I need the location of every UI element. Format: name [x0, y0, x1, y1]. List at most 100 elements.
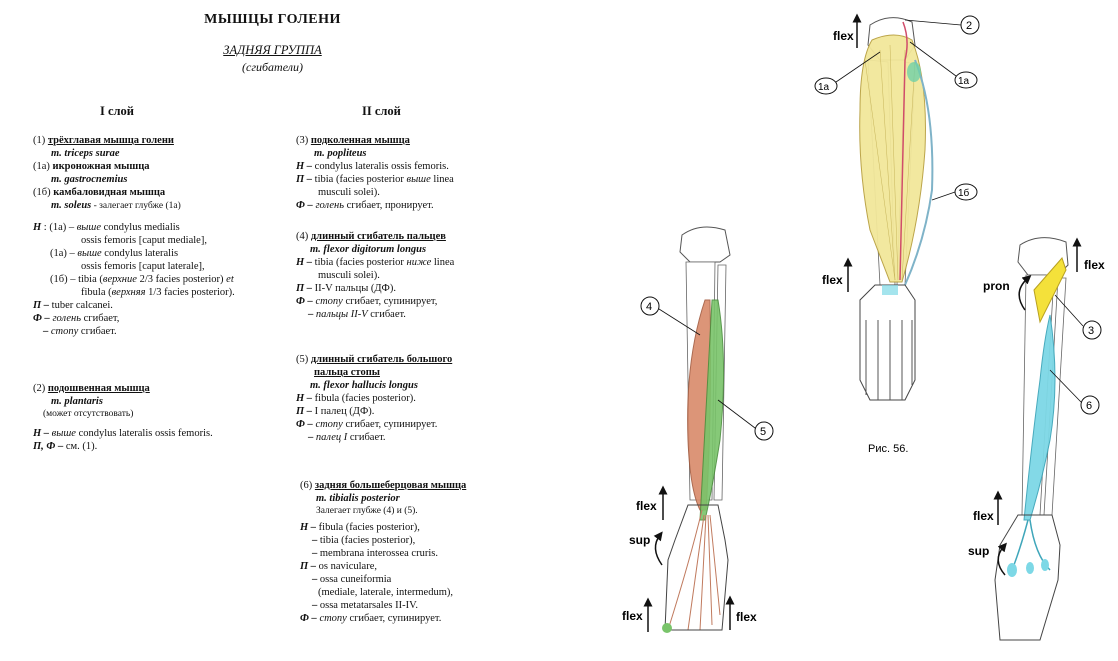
flex-label: flex [1084, 258, 1105, 272]
label-1b: 1б [958, 187, 970, 199]
label-4-circle [640, 296, 660, 316]
text-part: ossa metatarsales II-IV. [317, 600, 418, 611]
text-part: fibula (facies posterior). [312, 393, 416, 404]
layer-1-heading: I слой [100, 104, 135, 118]
muscle-fdl-block: (4) длинный сгибатель пальцев m. flexor … [296, 230, 454, 321]
plantaris-muscle [899, 21, 908, 281]
text-line: ossis femoris [caput laterale], [81, 261, 205, 272]
text-part: (1а) – [50, 248, 75, 259]
text-part: палец I [313, 432, 348, 443]
muscle-name: длинный сгибатель пальцев [310, 231, 446, 242]
flex-label: flex [833, 29, 854, 43]
insertion-label: П – [296, 283, 313, 294]
text-part: tibia ( [75, 274, 103, 285]
text-part: см. (1). [63, 441, 98, 452]
label-2: 2 [966, 20, 972, 32]
label-6: 6 [1086, 400, 1092, 412]
text-part: I палец (ДФ). [312, 406, 375, 417]
muscle-number: (1а) [33, 161, 50, 172]
pron-label: pron [983, 279, 1010, 293]
leader-line [658, 308, 701, 336]
soleus-outline [904, 59, 934, 286]
group-title: ЗАДНЯЯ ГРУППА [223, 43, 322, 57]
figure-triceps-surae: flex flex 2 1а 1а 1б [814, 13, 980, 401]
text-part: – [312, 600, 318, 611]
function-label: Ф – [33, 313, 50, 324]
muscle-number: (6) [300, 480, 313, 491]
text-part: стопу [48, 326, 79, 337]
text-part: сгибает, пронирует. [344, 200, 434, 211]
muscle-name: икроножная мышца [52, 161, 150, 172]
group-subtitle: (сгибатели) [242, 60, 303, 74]
muscle-name: задняя большеберцовая мышца [314, 480, 467, 491]
text-part: сгибает, супинирует. [342, 419, 438, 430]
text-part: выше [74, 222, 102, 233]
text-line: (mediale, laterale, intermedum), [318, 587, 453, 598]
sup-arrow [653, 531, 663, 566]
muscle-latin: m. plantaris [51, 396, 103, 407]
label-3: 3 [1088, 325, 1094, 337]
origin-label: Н – [300, 522, 317, 533]
text-part: : (1а) – [41, 222, 75, 233]
text-part: сгибает, супинирует, [342, 296, 438, 307]
flex-label: flex [973, 509, 994, 523]
navicular-insertion [1007, 563, 1017, 577]
label-5-circle [754, 421, 774, 441]
muscle-name: трёхглавая мышца голени [47, 135, 174, 146]
muscle-latin: m. gastrocnemius [51, 174, 128, 185]
figure-caption: Рис. 56. [868, 443, 908, 455]
text-line: ossis femoris [caput mediale], [81, 235, 207, 246]
sup-arrow [997, 542, 1007, 576]
text-part: сгибает, [81, 313, 120, 324]
flex-label: flex [636, 499, 657, 513]
text-part: верхние [102, 274, 137, 285]
text-part: fibula (facies posterior), [316, 522, 420, 533]
text-part: сгибает. [78, 326, 117, 337]
cuneiform-insertion [1026, 562, 1034, 574]
muscle-number: (2) [33, 383, 46, 394]
muscle-number: (5) [296, 354, 309, 365]
text-line: musculi solei). [318, 270, 380, 281]
text-part: голень [49, 313, 82, 324]
text-part: сгибает. [347, 432, 386, 443]
leader-line [835, 51, 881, 83]
muscle-name: камбаловидная мышца [53, 187, 166, 198]
text-part: linea [430, 174, 454, 185]
text-part: – [312, 574, 318, 585]
muscle-popliteus-block: (3) подколенная мышца m. popliteus Н – c… [296, 134, 454, 212]
figure-popliteus-tibialis: flex pron flex sup 3 6 [968, 237, 1105, 641]
text-line: musculi solei). [318, 187, 380, 198]
insertion-label: П – [296, 406, 313, 417]
muscle-latin: m. tibialis posterior [316, 493, 400, 504]
text-part: выше [74, 248, 102, 259]
label-1a-left: 1а [818, 82, 830, 93]
gastrocnemius-fibers [864, 44, 916, 281]
text-part: membrana interossea cruris. [317, 548, 438, 559]
insertion-label: П – [296, 174, 313, 185]
muscle-head [907, 62, 921, 82]
gastrocnemius-muscle [859, 34, 926, 283]
text-part: II-V пальцы (ДФ). [312, 283, 396, 294]
text-part: – [43, 326, 49, 337]
label-5: 5 [760, 426, 766, 438]
figure-flexors: flex sup flex flex 4 5 [622, 226, 774, 633]
muscle-latin: m. triceps surae [51, 148, 120, 159]
text-part: голень [312, 200, 345, 211]
insertion-function-label: П, Ф – [33, 441, 64, 452]
femur-condyles [679, 226, 731, 263]
muscle-plantaris-block: (2) подошвенная мышца m. plantaris (може… [33, 382, 213, 453]
origin-label: Н – [33, 428, 50, 439]
text-part: tibia (facies posterior [312, 257, 407, 268]
label-1a-right-circle [954, 71, 978, 89]
flex-label: flex [622, 609, 643, 623]
text-part: 1/3 facies posterior). [145, 287, 235, 298]
text-part: ниже [406, 257, 432, 268]
text-part: tuber calcanei. [49, 300, 113, 311]
origin-label: Н [33, 222, 42, 233]
label-6-circle [1080, 395, 1100, 415]
text-part: – [312, 535, 318, 546]
text-part: сгибает. [367, 309, 406, 320]
leader-line [1049, 369, 1082, 403]
muscle-name: длинный сгибатель большого [310, 354, 453, 365]
label-3-circle [1082, 320, 1102, 340]
